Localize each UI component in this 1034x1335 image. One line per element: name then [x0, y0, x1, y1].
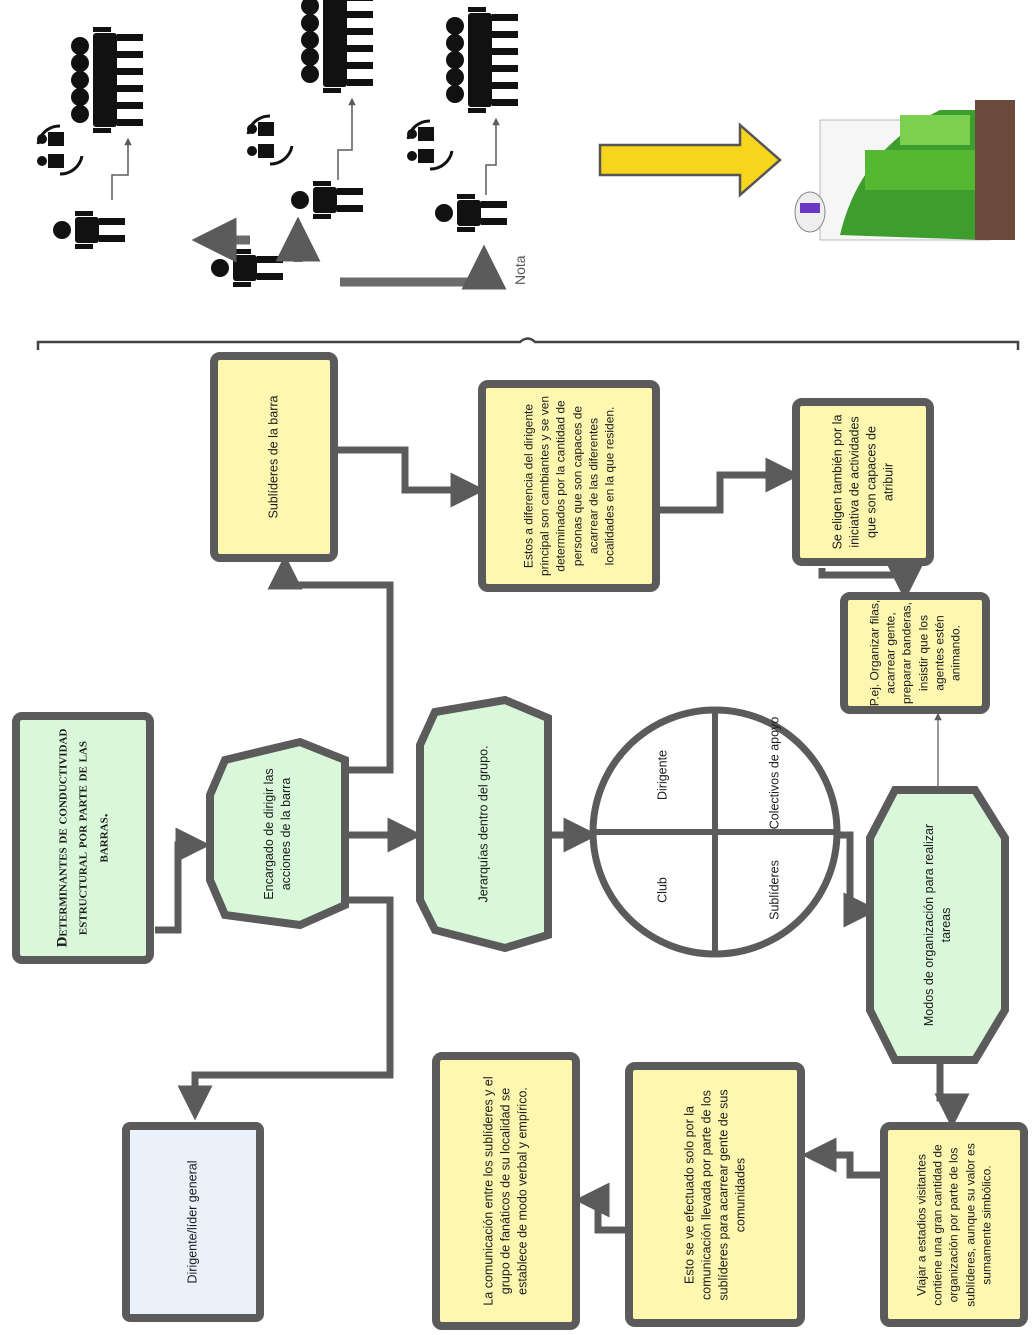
quadrant-label: Sublíderes [767, 860, 782, 920]
ejemplo-box: P.ej. Organizar filas, acarrear gente, p… [840, 592, 990, 714]
sublideres-barra-text: Sublíderes de la barra [266, 395, 281, 519]
connector-line [111, 137, 132, 200]
crowd-icon [301, 0, 373, 93]
curly-brace [36, 337, 1020, 350]
arrow-right-up [340, 244, 507, 290]
connector-line [337, 97, 356, 180]
stadium-illustration [794, 100, 1015, 241]
main-leader-person-icon [211, 249, 283, 287]
hexagon-shape [866, 786, 1009, 1064]
encargado-text: Encargado de dirigir las acciones de la … [261, 767, 293, 900]
quadrant-label: Dirigente [655, 749, 670, 801]
nota-label: Nota [512, 255, 528, 285]
hexagon-shape [416, 695, 552, 953]
ejemplo-text: P.ej. Organizar filas, acarrear gente, p… [867, 599, 963, 707]
modos-node: Modos de organización para realizar tare… [870, 790, 1005, 1060]
encargado-node: Encargado de dirigir las acciones de la … [210, 742, 345, 925]
cycle-icon [405, 119, 454, 171]
top-illustration [35, 0, 1015, 290]
dirigente-general-box: Dirigente/líder general [122, 1122, 264, 1322]
efectuado-text: Esto se ve efectuado solo por la comunic… [682, 1088, 747, 1301]
leader-person-icon [291, 181, 363, 219]
quadrant-label: Club [655, 877, 670, 903]
efectuado-box: Esto se ve efectuado solo por la comunic… [625, 1062, 805, 1327]
diferencia-box: Estos a diferencia del dirigente princip… [478, 380, 660, 592]
leader-person-icon [435, 194, 507, 232]
title-box: Determinantes de conductividad estructur… [12, 712, 154, 964]
comunicacion-text: La comunicación entre los sublíderes y e… [481, 1076, 530, 1306]
connector-line [485, 117, 500, 195]
iniciativa-text: Se eligen también por la iniciativa de a… [830, 414, 895, 550]
iniciativa-box: Se eligen también por la iniciativa de a… [792, 398, 934, 566]
viajar-text: Viajar a estadios visitantes contiene un… [914, 1142, 994, 1307]
crowd-icon [71, 27, 143, 133]
title-text: Determinantes de conductividad estructur… [54, 728, 112, 948]
dirigente-general-text: Dirigente/líder general [185, 1160, 200, 1284]
jerarquias-node: Jerarquías dentro del grupo. [420, 700, 548, 948]
yellow-arrow-icon [598, 122, 782, 198]
viajar-box: Viajar a estadios visitantes contiene un… [880, 1122, 1028, 1327]
crowd-icon [446, 7, 518, 113]
sublideres-barra-box: Sublíderes de la barra [210, 352, 338, 562]
hexagon-shape [206, 737, 349, 930]
quadrant-label: Colectivos de apoyo [767, 716, 782, 829]
cycle-icon [35, 124, 84, 176]
connectors [155, 446, 970, 1234]
diferencia-text: Estos a diferencia del dirigente princip… [521, 395, 617, 577]
modos-text: Modos de organización para realizar tare… [921, 823, 953, 1027]
jerarquias-text: Jerarquías dentro del grupo. [476, 745, 491, 903]
comunicacion-box: La comunicación entre los sublíderes y e… [432, 1052, 580, 1330]
leader-person-icon [53, 211, 125, 249]
cycle-icon [245, 114, 294, 166]
